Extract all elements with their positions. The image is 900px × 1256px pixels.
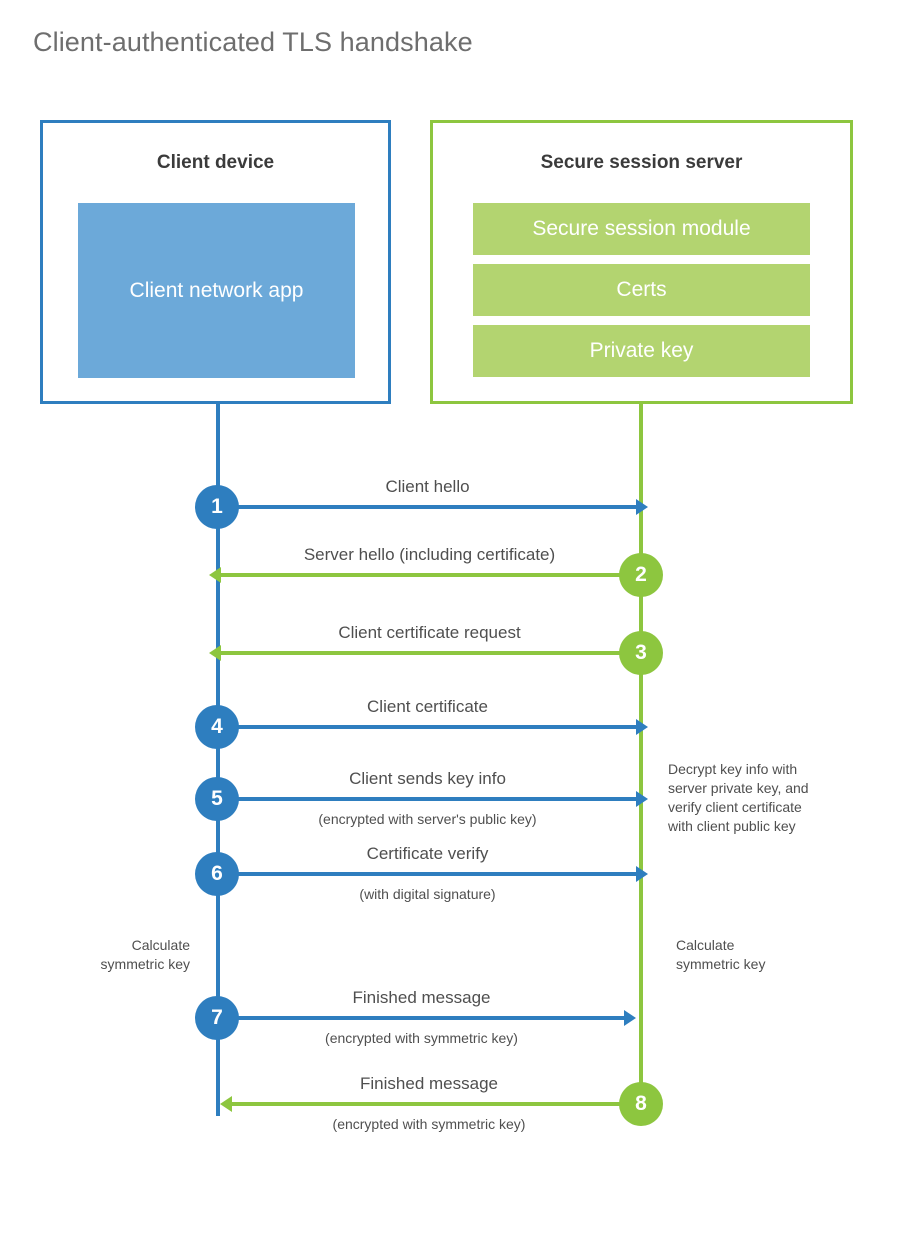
client-lifeline bbox=[216, 404, 220, 1116]
step-circle-7[interactable]: 7 bbox=[195, 996, 239, 1040]
arrow-shaft bbox=[218, 725, 637, 729]
arrow-shaft bbox=[220, 651, 639, 655]
arrow-shaft bbox=[218, 1016, 625, 1020]
step-circle-8[interactable]: 8 bbox=[619, 1082, 663, 1126]
message-label-6: Certificate verify bbox=[366, 844, 489, 863]
arrow-head-right-icon bbox=[636, 719, 648, 735]
server-lifeline bbox=[639, 404, 643, 1104]
secure-session-server-box: Secure session server Secure session mod… bbox=[430, 120, 853, 404]
message-arrow-8: Finished message (encrypted with symmetr… bbox=[220, 1074, 627, 1132]
arrow-head-left-icon bbox=[220, 1096, 232, 1112]
arrow-shaft bbox=[218, 797, 637, 801]
client-device-title: Client device bbox=[156, 152, 275, 173]
message-sublabel-8: (encrypted with symmetric key) bbox=[332, 1116, 526, 1132]
arrow-head-right-icon bbox=[636, 866, 648, 882]
server-calculate-symmetric-key-note: Calculate symmetric key bbox=[676, 937, 766, 972]
secure-session-server-title: Secure session server bbox=[540, 152, 743, 173]
step-circle-6[interactable]: 6 bbox=[195, 852, 239, 896]
message-arrow-4: Client certificate bbox=[218, 697, 648, 735]
step-circle-4[interactable]: 4 bbox=[195, 705, 239, 749]
message-label-4: Client certificate bbox=[367, 697, 488, 716]
message-label-7: Finished message bbox=[352, 988, 491, 1007]
step-circle-2[interactable]: 2 bbox=[619, 553, 663, 597]
message-arrow-7: Finished message (encrypted with symmetr… bbox=[218, 988, 636, 1046]
message-label-1: Client hello bbox=[385, 477, 470, 496]
server-component-private-key: Private key bbox=[473, 325, 810, 377]
client-device-box: Client device Client network app bbox=[40, 120, 391, 404]
message-sublabel-5: (encrypted with server's public key) bbox=[318, 811, 537, 827]
arrow-shaft bbox=[220, 573, 639, 577]
arrow-shaft bbox=[218, 505, 637, 509]
message-sublabel-7: (encrypted with symmetric key) bbox=[325, 1030, 518, 1046]
message-label-3: Client certificate request bbox=[338, 623, 521, 642]
message-sublabel-6: (with digital signature) bbox=[359, 886, 496, 902]
message-label-5: Client sends key info bbox=[349, 769, 506, 788]
message-arrow-3: Client certificate request bbox=[209, 623, 639, 661]
message-label-2: Server hello (including certificate) bbox=[303, 545, 556, 564]
arrow-shaft bbox=[218, 872, 637, 876]
arrow-shaft bbox=[231, 1102, 627, 1106]
message-label-8: Finished message bbox=[360, 1074, 498, 1093]
message-arrow-5: Client sends key info (encrypted with se… bbox=[218, 769, 648, 827]
client-calculate-symmetric-key-note: Calculate symmetric key bbox=[100, 937, 190, 972]
step-circle-1[interactable]: 1 bbox=[195, 485, 239, 529]
arrow-head-right-icon bbox=[636, 499, 648, 515]
message-arrow-2: Server hello (including certificate) bbox=[209, 545, 639, 583]
message-arrow-6: Certificate verify (with digital signatu… bbox=[218, 844, 648, 902]
arrow-head-right-icon bbox=[624, 1010, 636, 1026]
message-arrow-1: Client hello bbox=[218, 477, 648, 515]
server-component-certs: Certs bbox=[473, 264, 810, 316]
server-component-secure-session-module: Secure session module bbox=[473, 203, 810, 255]
arrow-head-right-icon bbox=[636, 791, 648, 807]
arrow-head-left-icon bbox=[209, 567, 221, 583]
page-title: Client-authenticated TLS handshake bbox=[33, 27, 473, 57]
step-circle-5[interactable]: 5 bbox=[195, 777, 239, 821]
step-circle-3[interactable]: 3 bbox=[619, 631, 663, 675]
client-network-app-block: Client network app bbox=[78, 203, 355, 378]
server-decrypt-note: Decrypt key info with server private key… bbox=[668, 761, 809, 834]
arrow-head-left-icon bbox=[209, 645, 221, 661]
